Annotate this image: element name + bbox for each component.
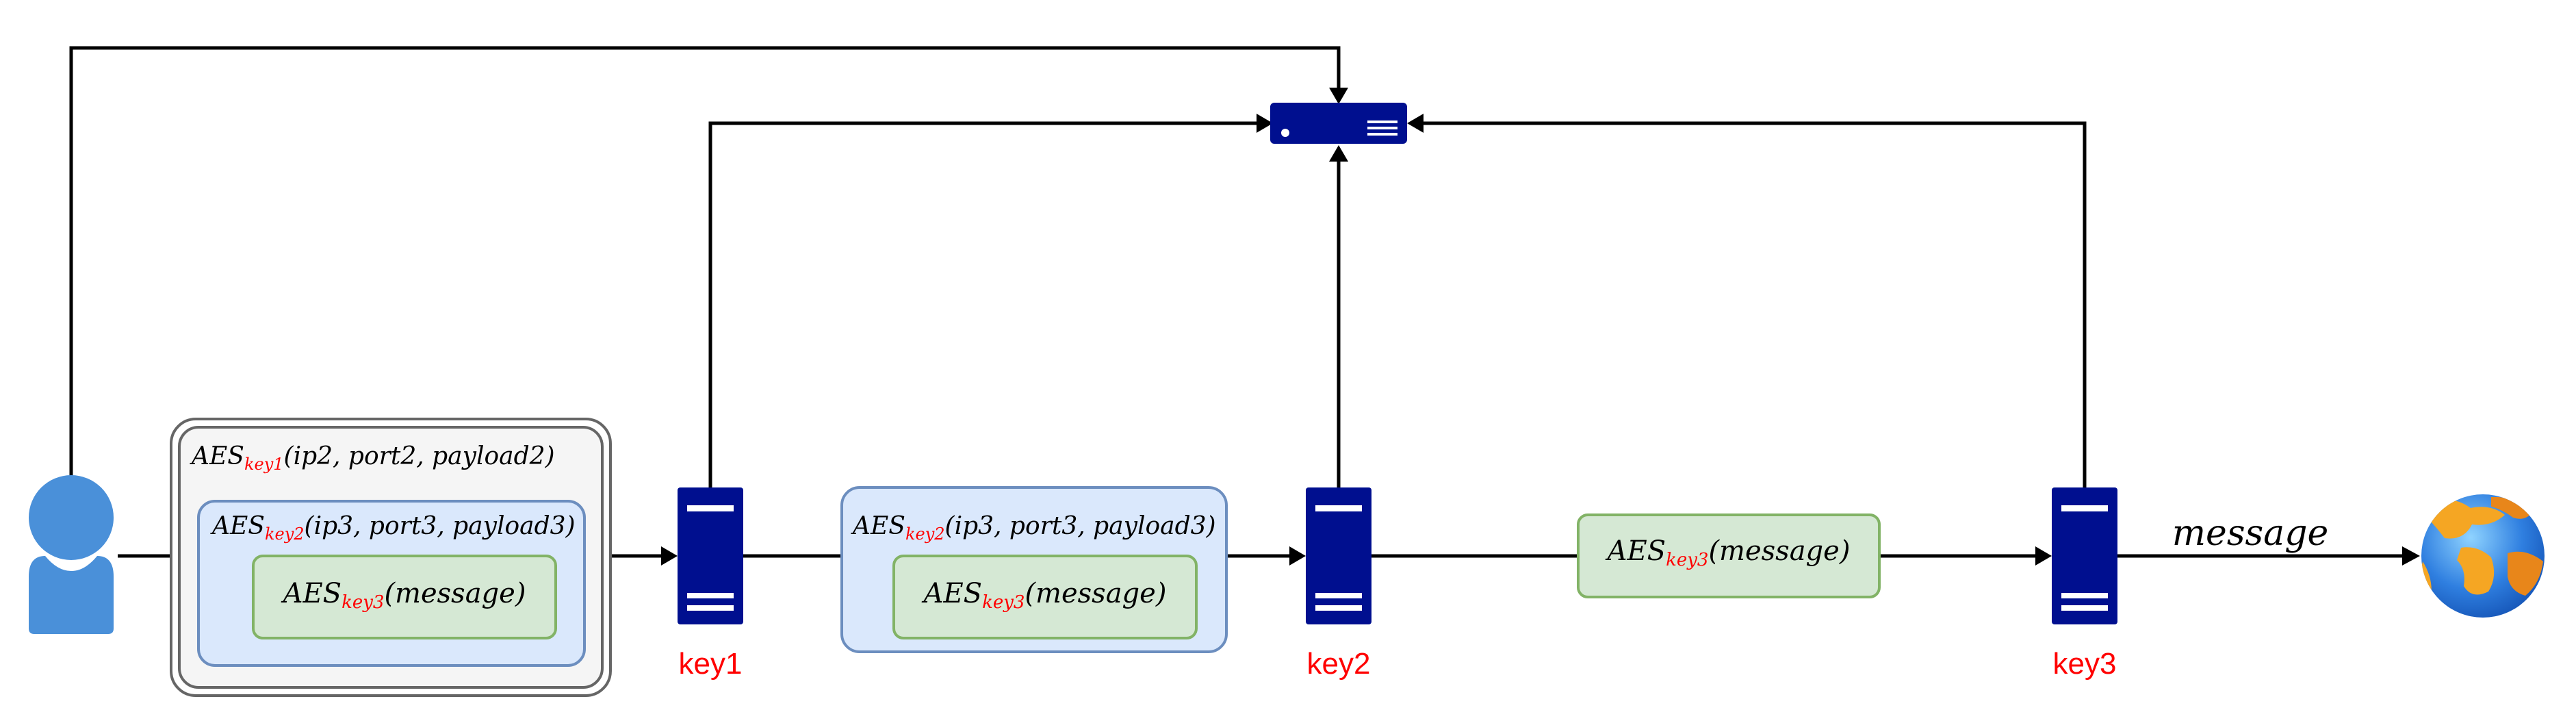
arrowhead xyxy=(1257,114,1273,133)
arrowhead xyxy=(2035,546,2052,566)
server-icon xyxy=(2052,487,2117,624)
packet-before-relay2: AESkey2(ip3, port3, payload3) AESkey3(me… xyxy=(840,486,1228,653)
directory-server-icon xyxy=(1270,103,1407,144)
arrowhead xyxy=(661,546,678,566)
layer2-label: AESkey2(ip3, port3, payload3) xyxy=(851,512,1216,544)
arrowhead xyxy=(2402,546,2420,566)
inner-layer-box xyxy=(892,555,1198,639)
packet-before-relay3: AESkey3(message) xyxy=(1577,513,1881,598)
relay3-to-directory-edge xyxy=(1421,121,2087,490)
relay-3: key3 xyxy=(2052,487,2117,681)
arrowhead xyxy=(1407,114,1424,133)
layer3-label: AESkey3(message) xyxy=(921,578,1167,613)
relay-key-label: key2 xyxy=(1307,647,1371,681)
relay1-to-directory-edge xyxy=(708,121,1259,490)
layer1-label: AESkey1(ip2, port2, payload2) xyxy=(190,442,555,474)
relay-key-label: key3 xyxy=(2053,647,2117,681)
server-icon xyxy=(1306,487,1371,624)
inner-layer-box xyxy=(1577,513,1881,598)
globe-icon xyxy=(2421,494,2545,618)
inner-layer-box xyxy=(252,555,557,639)
relay-key-label: key1 xyxy=(679,647,743,681)
server-icon xyxy=(678,487,743,624)
user-icon xyxy=(29,475,114,634)
layer3-label: AESkey3(message) xyxy=(1605,535,1851,570)
output-message-label: message xyxy=(2172,513,2329,554)
layer3-label: AESkey3(message) xyxy=(281,578,526,613)
arrowhead xyxy=(1289,546,1306,566)
packet-before-relay1: AESkey1(ip2, port2, payload2) AESkey2(ip… xyxy=(170,418,612,697)
layer2-label: AESkey2(ip3, port3, payload3) xyxy=(210,512,576,544)
arrowhead xyxy=(1329,88,1348,104)
outer-layer-border xyxy=(170,418,612,697)
relay-1: key1 xyxy=(678,487,743,681)
arrowhead xyxy=(1329,145,1348,162)
relay-2: key2 xyxy=(1306,487,1371,681)
user-to-directory-edge xyxy=(69,46,1341,482)
